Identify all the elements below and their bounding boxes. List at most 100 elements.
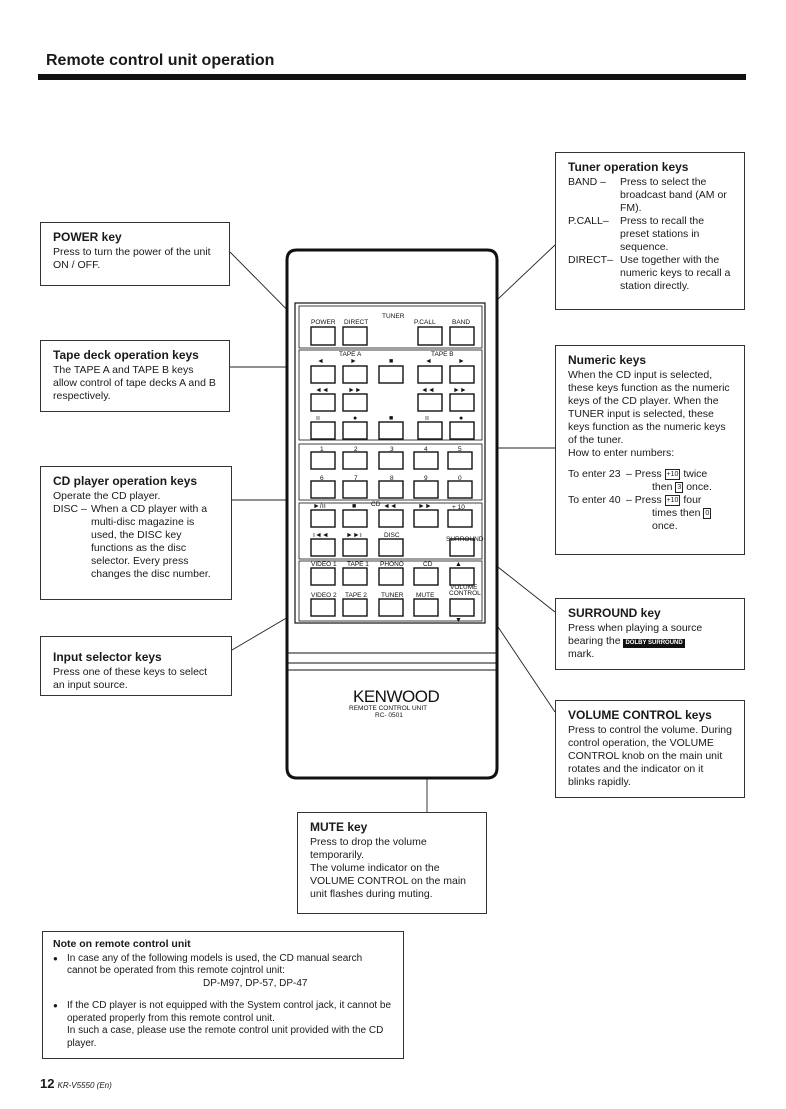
note-models: DP-M97, DP-57, DP-47 <box>203 977 308 989</box>
svg-text:◄◄: ◄◄ <box>421 387 435 394</box>
mute-text1: Press to drop the volume temporarily. <box>310 836 427 861</box>
rc-tape2: TAPE 2 <box>345 592 367 599</box>
cd-keys-box: CD player operation keys Operate the CD … <box>40 466 232 600</box>
rc-tapeb: TAPE B <box>431 351 454 358</box>
cd-title: CD player operation keys <box>53 474 198 488</box>
svg-text:►►ı: ►►ı <box>346 532 362 539</box>
numeric-ex2-four: four <box>683 494 702 506</box>
remote-labels: TUNER POWER DIRECT P.CALL BAND TAPE A TA… <box>311 313 484 719</box>
note-title: Note on remote control unit <box>53 938 191 950</box>
rc-video2: VIDEO 2 <box>311 592 337 599</box>
svg-text:►►: ►► <box>453 387 467 394</box>
key-panel <box>294 302 486 624</box>
key-plus10-glyph-2: +10 <box>664 494 681 506</box>
numeric-text: When the CD input is selected, these key… <box>568 369 730 446</box>
rc-pcall: P.CALL <box>414 319 436 326</box>
rc-remotectl: REMOTE CONTROL UNIT <box>349 705 427 712</box>
rc-volume: VOLUME <box>450 584 478 591</box>
cd-disc-text: When a CD player with a multi-disc magaz… <box>91 503 211 580</box>
cd-disc-key: DISC – <box>53 503 87 515</box>
tape-keys-box: Tape deck operation keys The TAPE A and … <box>40 340 230 412</box>
tuner-direct-text: Use together with the numeric keys to re… <box>620 254 731 292</box>
svg-text:●: ● <box>459 415 463 422</box>
rc-power: POWER <box>311 319 336 326</box>
tuner-title: Tuner operation keys <box>568 160 689 174</box>
svg-text:►: ► <box>350 358 357 365</box>
surround-key-box: SURROUND key Press when playing a source… <box>555 598 745 670</box>
tuner-pcall-text: Press to recall the preset stations in s… <box>620 215 705 253</box>
page-footer: 12 KR-V5550 (En) <box>40 1076 112 1091</box>
tuner-band-key: BAND – <box>568 176 606 188</box>
rc-n3: 3 <box>390 446 394 453</box>
input-title: Input selector keys <box>53 650 162 664</box>
rc-direct: DIRECT <box>344 319 368 326</box>
svg-text:▲: ▲ <box>455 561 462 568</box>
dolby-surround-logo: DOLBY SURROUND <box>623 639 685 648</box>
key-3-glyph: 3 <box>675 481 684 493</box>
rc-tunerin: TUNER <box>381 592 404 599</box>
rc-surround: SURROUND <box>446 536 484 543</box>
numeric-how: How to enter numbers: <box>568 447 675 459</box>
rc-brand: KENWOOD <box>353 687 439 706</box>
input-keys-box: Input selector keys Press one of these k… <box>40 636 232 696</box>
tape-title: Tape deck operation keys <box>53 348 199 362</box>
svg-text:◄: ◄ <box>317 358 324 365</box>
power-title: POWER key <box>53 230 122 244</box>
cd-line1: Operate the CD player. <box>53 490 161 502</box>
rc-tape1: TAPE 1 <box>347 561 369 568</box>
remote-note-box: Note on remote control unit In case any … <box>42 931 404 1059</box>
numeric-ex2-press: – Press <box>626 494 662 506</box>
svg-text:ıı: ıı <box>316 415 320 422</box>
note-bullet-2: If the CD player is not equipped with th… <box>53 1000 393 1025</box>
numeric-keys-box: Numeric keys When the CD input is select… <box>555 345 745 555</box>
key-plus10-glyph: +10 <box>664 468 681 480</box>
svg-text:◄: ◄ <box>425 358 432 365</box>
rc-n9: 9 <box>424 475 428 482</box>
volume-title: VOLUME CONTROL keys <box>568 708 712 722</box>
rc-plus10: + 10 <box>452 504 465 511</box>
tape-text: The TAPE A and TAPE B keys allow control… <box>53 364 216 402</box>
svg-text:►►: ►► <box>418 503 432 510</box>
mute-key-box: MUTE key Press to drop the volume tempor… <box>297 812 487 914</box>
svg-text:▼: ▼ <box>455 617 462 624</box>
mute-text2: The volume indicator on the VOLUME CONTR… <box>310 862 466 900</box>
volume-text: Press to control the volume. During cont… <box>568 724 732 788</box>
remote-keys <box>310 326 475 617</box>
tuner-direct-key: DIRECT– <box>568 254 613 266</box>
tuner-pcall-key: P.CALL– <box>568 215 609 227</box>
svg-text:►: ► <box>458 358 465 365</box>
note-bullet-1: In case any of the following models is u… <box>53 953 393 978</box>
rc-control: CONTROL <box>449 590 481 597</box>
surround-text1: Press when playing a source bearing the <box>568 622 703 647</box>
numeric-ex1-once: once. <box>686 481 712 493</box>
rc-cdin: CD <box>423 561 433 568</box>
rc-n7: 7 <box>354 475 358 482</box>
power-text: Press to turn the power of the unit ON /… <box>53 246 211 271</box>
rc-tuner: TUNER <box>382 313 405 320</box>
numeric-title: Numeric keys <box>568 353 647 367</box>
rc-n5: 5 <box>458 446 462 453</box>
rc-n4: 4 <box>424 446 428 453</box>
svg-text:■: ■ <box>389 358 393 365</box>
rc-band: BAND <box>452 319 470 326</box>
page-number: 12 <box>40 1076 55 1091</box>
numeric-ex1-press: – Press <box>626 468 662 480</box>
rc-mute: MUTE <box>416 592 435 599</box>
rc-n8: 8 <box>390 475 394 482</box>
numeric-ex1-label: To enter 23 <box>568 468 621 480</box>
svg-text:►►: ►► <box>348 387 362 394</box>
note-bullet-2b: In such a case, please use the remote co… <box>67 1025 384 1049</box>
svg-text:■: ■ <box>389 415 393 422</box>
page-title: Remote control unit operation <box>46 52 275 69</box>
svg-text:■: ■ <box>352 503 356 510</box>
numeric-ex2-label: To enter 40 <box>568 494 621 506</box>
tuner-keys-box: Tuner operation keys BAND –Press to sele… <box>555 152 745 310</box>
rc-cd: CD <box>371 501 381 508</box>
surround-title: SURROUND key <box>568 606 661 620</box>
numeric-ex1-then: then <box>652 481 673 493</box>
numeric-ex2-once: once. <box>652 520 678 532</box>
rc-phono: PHONO <box>380 561 404 568</box>
input-text: Press one of these keys to select an inp… <box>53 666 208 691</box>
surround-text2: mark. <box>568 648 595 660</box>
rc-tapea: TAPE A <box>339 351 362 358</box>
